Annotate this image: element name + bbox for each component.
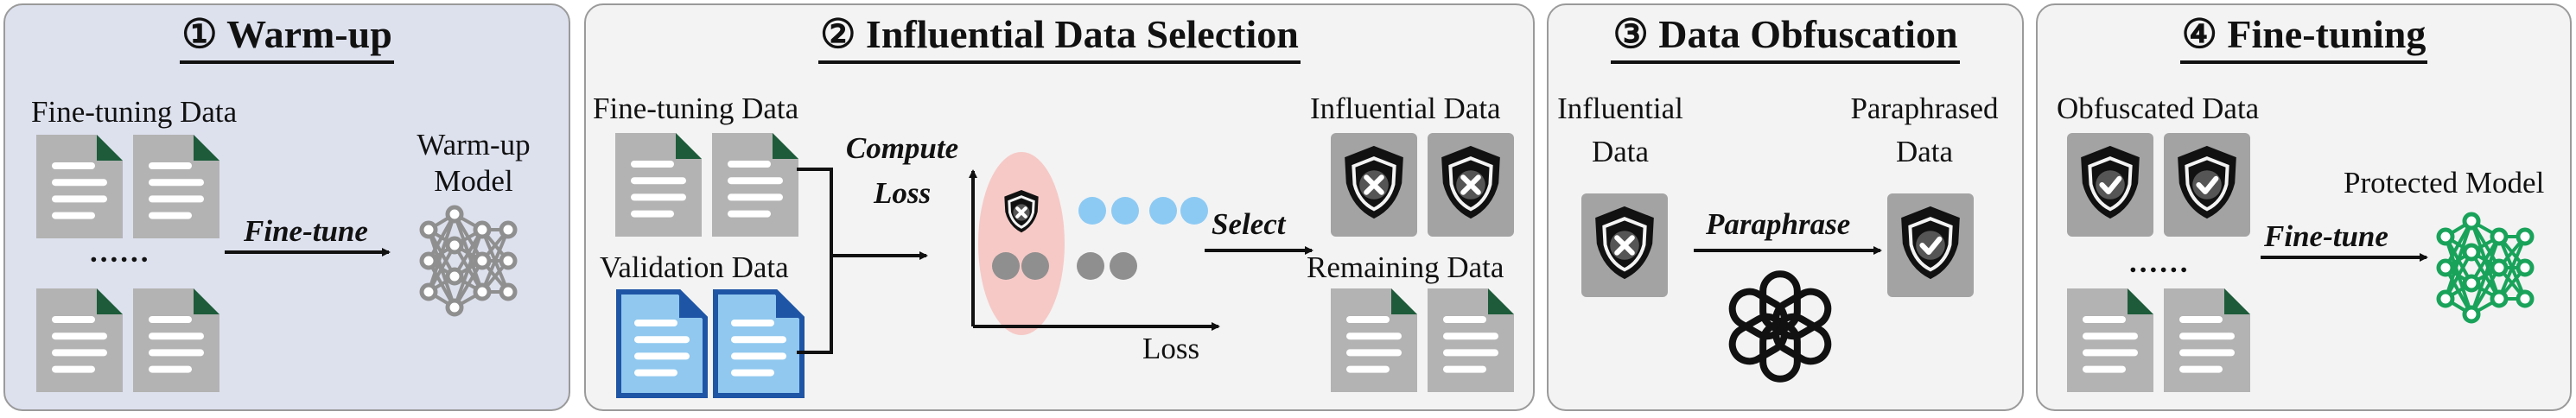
finetune-arrow-label: Fine-tune (244, 214, 368, 248)
data-point-dot (1180, 197, 1208, 225)
validation-document-icon (713, 289, 805, 398)
influential-data-label-line1: Influential (1557, 92, 1683, 125)
step-title: Influential Data Selection (865, 12, 1299, 56)
select-arrow-label: Select (1212, 207, 1286, 241)
remaining-document-icon (1331, 288, 1417, 392)
step-number: ④ (2181, 12, 2217, 56)
document-icon (2164, 288, 2250, 392)
remaining-data-label: Remaining Data (1307, 250, 1504, 284)
data-point-dot (992, 252, 1020, 280)
panel-title: ④ Fine-tuning (2038, 10, 2570, 64)
panel-title: ② Influential Data Selection (586, 10, 1533, 64)
document-icon (615, 133, 702, 237)
data-point-dot (1021, 252, 1049, 280)
step-title: Warm-up (226, 12, 392, 56)
warmup-model-label-line1: Warm-up (417, 128, 531, 162)
paraphrase-arrow-label: Paraphrase (1706, 207, 1851, 241)
warmup-model-icon (419, 205, 518, 317)
data-point-dot (1149, 197, 1177, 225)
step-number: ② (820, 12, 856, 56)
data-point-dot (1111, 197, 1139, 225)
document-icon (36, 288, 123, 392)
obfuscated-shield-icon (2067, 133, 2153, 237)
obfuscated-data-label: Obfuscated Data (2057, 92, 2260, 125)
document-icon (36, 135, 123, 238)
validation-document-icon (616, 289, 708, 398)
panel-title: ① Warm-up (5, 10, 569, 64)
paraphrased-data-label-line1: Paraphrased (1850, 92, 1999, 125)
compute-loss-label-line2: Loss (873, 176, 932, 210)
finetuning-data-label: Fine-tuning Data (31, 95, 238, 129)
obfuscated-shield-icon (2164, 133, 2250, 237)
paraphrased-data-label-line2: Data (1895, 135, 1954, 168)
compute-loss-label-line1: Compute (845, 131, 959, 165)
loss-axis-label: Loss (1142, 332, 1200, 365)
openai-logo-icon (1728, 270, 1832, 383)
remaining-document-icon (1428, 288, 1514, 392)
step-number: ③ (1612, 12, 1649, 56)
influential-shield-icon (1331, 133, 1417, 237)
data-point-dot (1077, 252, 1104, 280)
validation-data-label: Validation Data (600, 250, 789, 284)
paraphrased-shield-icon (1887, 193, 1974, 297)
protected-model-icon (2436, 212, 2535, 324)
protected-model-label: Protected Model (2344, 166, 2545, 200)
bracket (797, 168, 833, 354)
finetuning-data-label: Fine-tuning Data (593, 92, 799, 125)
data-point-dot (1110, 252, 1137, 280)
warmup-model-label-line2: Model (434, 164, 513, 198)
influential-shield-icon (1581, 193, 1668, 297)
document-icon (2067, 288, 2153, 392)
influential-data-label: Influential Data (1310, 92, 1501, 125)
highlight-region (978, 152, 1065, 335)
step-number: ① (181, 12, 218, 56)
step-title: Data Obfuscation (1658, 12, 1958, 56)
influential-data-label-line2: Data (1591, 135, 1650, 168)
document-icon (133, 288, 219, 392)
data-point-dot (1078, 197, 1106, 225)
influential-sample-shield-icon (1004, 190, 1039, 233)
ellipsis: ...... (2129, 245, 2191, 279)
finetune-arrow-label: Fine-tune (2264, 219, 2388, 253)
panel-title: ③ Data Obfuscation (1549, 10, 2022, 64)
step-title: Fine-tuning (2227, 12, 2427, 56)
influential-shield-icon (1428, 133, 1514, 237)
document-icon (712, 133, 798, 237)
document-icon (133, 135, 219, 238)
ellipsis: ...... (90, 235, 151, 269)
